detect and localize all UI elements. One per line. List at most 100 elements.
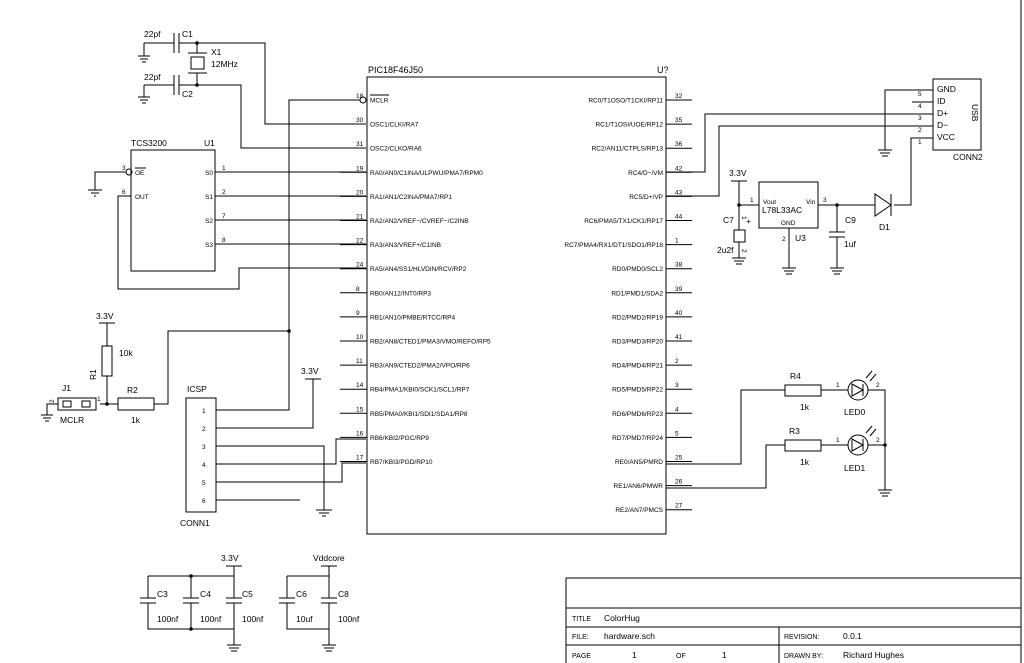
usb-title: USB [970,104,980,122]
mcu-body [366,76,667,535]
r3-ref: R3 [789,426,800,436]
c7-body [733,229,746,243]
sensor-pin-num-s0: 1 [222,165,226,172]
mcu-right-pin-label: RC7/PMA4/RX1/DT1/SDO1/RP18 [564,242,663,249]
wire-re1-to-r3 [666,444,785,489]
mcu-left-pin-label: RA2/AN2/VREF−/CVREF−/C2INB [370,218,469,225]
led1-diode [851,438,865,452]
wire-out-to-ra5 [117,195,366,290]
c9-ref: C9 [845,215,856,225]
led1-p1: 1 [836,437,840,444]
mcu-left-pin-num: 9 [356,310,360,317]
regulator-pin-vout: 1 [750,197,754,204]
supply2-ground [322,644,336,652]
c7-ref: C7 [723,215,734,225]
sensor-pin-s2: S2 [205,218,213,225]
mcu-left-pin-num: 8 [356,286,360,293]
page-value: 1 [632,650,637,660]
usb-pin-num-vcc: 1 [918,139,922,146]
usb-pin-dminus: D− [937,120,948,130]
mcu-left-pin-label: RB7/KBI3/PGD/RP10 [370,459,433,466]
mcu-left-pin-label: RB3/AN9/CTED2/PMA2/VPO/RP6 [370,363,470,370]
mcu-right-pin-label: RD0/PMD0/SCL2 [612,266,663,273]
c1-ground [138,43,150,63]
mcu-right-pin-label: RD3/PMD3/RP20 [612,339,663,346]
usb-pin-num-gnd: 5 [918,91,922,98]
r1-to-node [100,376,118,405]
usb-pin-gnd: GND [937,84,956,94]
regulator-section: L78L33AC Vout Vin GND 1 3 2 U3 3.3V + C7… [717,168,892,275]
title-block-grid [565,577,1021,663]
junction-x1-bottom [195,83,199,87]
icsp-pin-1: 1 [202,408,206,415]
c5-ref: C5 [242,589,253,599]
mcu-left-pin-num: 11 [356,358,363,365]
mcu-left-pin-num: 20 [356,189,364,196]
mcu-right-pin-num: 27 [675,503,683,510]
mcu-right-pin-num: 38 [675,262,683,269]
c8-value: 100nf [338,614,360,624]
mcu-right-pin-num: 5 [675,430,679,437]
page-label: PAGE [572,653,591,660]
mcu-right-pin-label: RE0/AN5/PMRD [615,459,663,466]
mcu-left-pin-label: RB4/PMA1/KBI0/SCK1/SCL1/RP7 [370,387,470,394]
sensor-pin-num-s2: 7 [222,213,226,220]
mcu-right-pin-num: 44 [675,214,683,221]
j1-label: MCLR [60,415,84,425]
sensor-pin-num-out: 6 [122,189,126,196]
c6-value: 10uf [296,614,313,624]
reset-supply-label: 3.3V [96,311,114,321]
mcu-right-pin-num: 40 [675,310,683,317]
supply1-ground [227,644,241,652]
mcu-right-pin-num: 4 [675,406,679,413]
led-ground-symbol [878,489,892,497]
supply2-ground-bus [286,603,330,645]
r2-ref: R2 [127,385,138,395]
usb-vcc-wire [894,137,933,206]
x1-ref: X1 [211,47,222,57]
sensor-pin-out: OUT [135,194,149,201]
icsp-wire-4-pgd [216,438,366,465]
r3-body [784,439,822,452]
usb-pin-num-dplus: 3 [918,115,922,122]
c2-value: 22pf [144,72,161,82]
c2-ground [138,85,150,104]
mcu-left-pin-label: MCLR [370,98,389,105]
icsp-wire-1 [216,331,290,411]
icsp-pin-5: 5 [202,480,206,487]
c9-ground [830,267,844,275]
decoupling-section: 3.3V C3 100nf C4 100nf C5 100nf Vddcore … [140,553,360,652]
r1-value: 10k [119,348,133,358]
mcu-left-pin-num: 24 [356,262,364,269]
mcu-right-pin-num: 1 [675,238,679,245]
j1-pin1 [81,400,91,408]
mcu-right-pin-num: 3 [675,382,679,389]
mcu-name: PIC18F46J50 [368,65,423,75]
mcu-right-pin-num: 41 [675,334,683,341]
regulator-vout: Vout [763,199,776,206]
sensor-ref: U1 [204,138,215,148]
junction-led-ground [883,443,887,447]
drawn-by-value: Richard Hughes [843,650,904,660]
icsp-ground [316,509,332,517]
mcu-right-pins: 32RC0/T1OSO/T1CKI/RP1135RC1/T1OSI/UOE/RP… [564,93,692,514]
mcu-right-pin-num: 35 [675,117,683,124]
led0-p1: 1 [836,382,840,389]
c6-c8-plates [279,597,337,604]
mcu-left-pin-label: RA0/AN0/C1INA/ULPWU/PMA7/RPM0 [370,170,483,177]
mcu-left-pin-num: 30 [356,117,364,124]
mcu-right-pin-label: RC4/D−/VM [628,170,663,177]
c7-ground [732,257,746,265]
icsp-pin-2: 2 [202,426,206,433]
mcu-right-pin-label: RC0/T1OSO/T1CKI/RP11 [588,98,663,105]
mcu-right-pin-num: 43 [675,189,683,196]
mcu-right-pin-label: RC6/PMA5/TX1/CK1/RP17 [584,218,663,225]
c9-symbol [829,205,845,268]
file-label: FILE: [572,634,589,641]
regulator-vout-wire [731,180,759,206]
sensor-pin-num-oe: 3 [122,165,126,172]
c1-symbol-and-wire [144,33,366,125]
usb-pin-num-dminus: 2 [918,127,922,134]
junction-reset-node [105,402,109,406]
mcu-left-pin-label: RA1/AN1/C2INA/PMA7/RP1 [370,194,452,201]
